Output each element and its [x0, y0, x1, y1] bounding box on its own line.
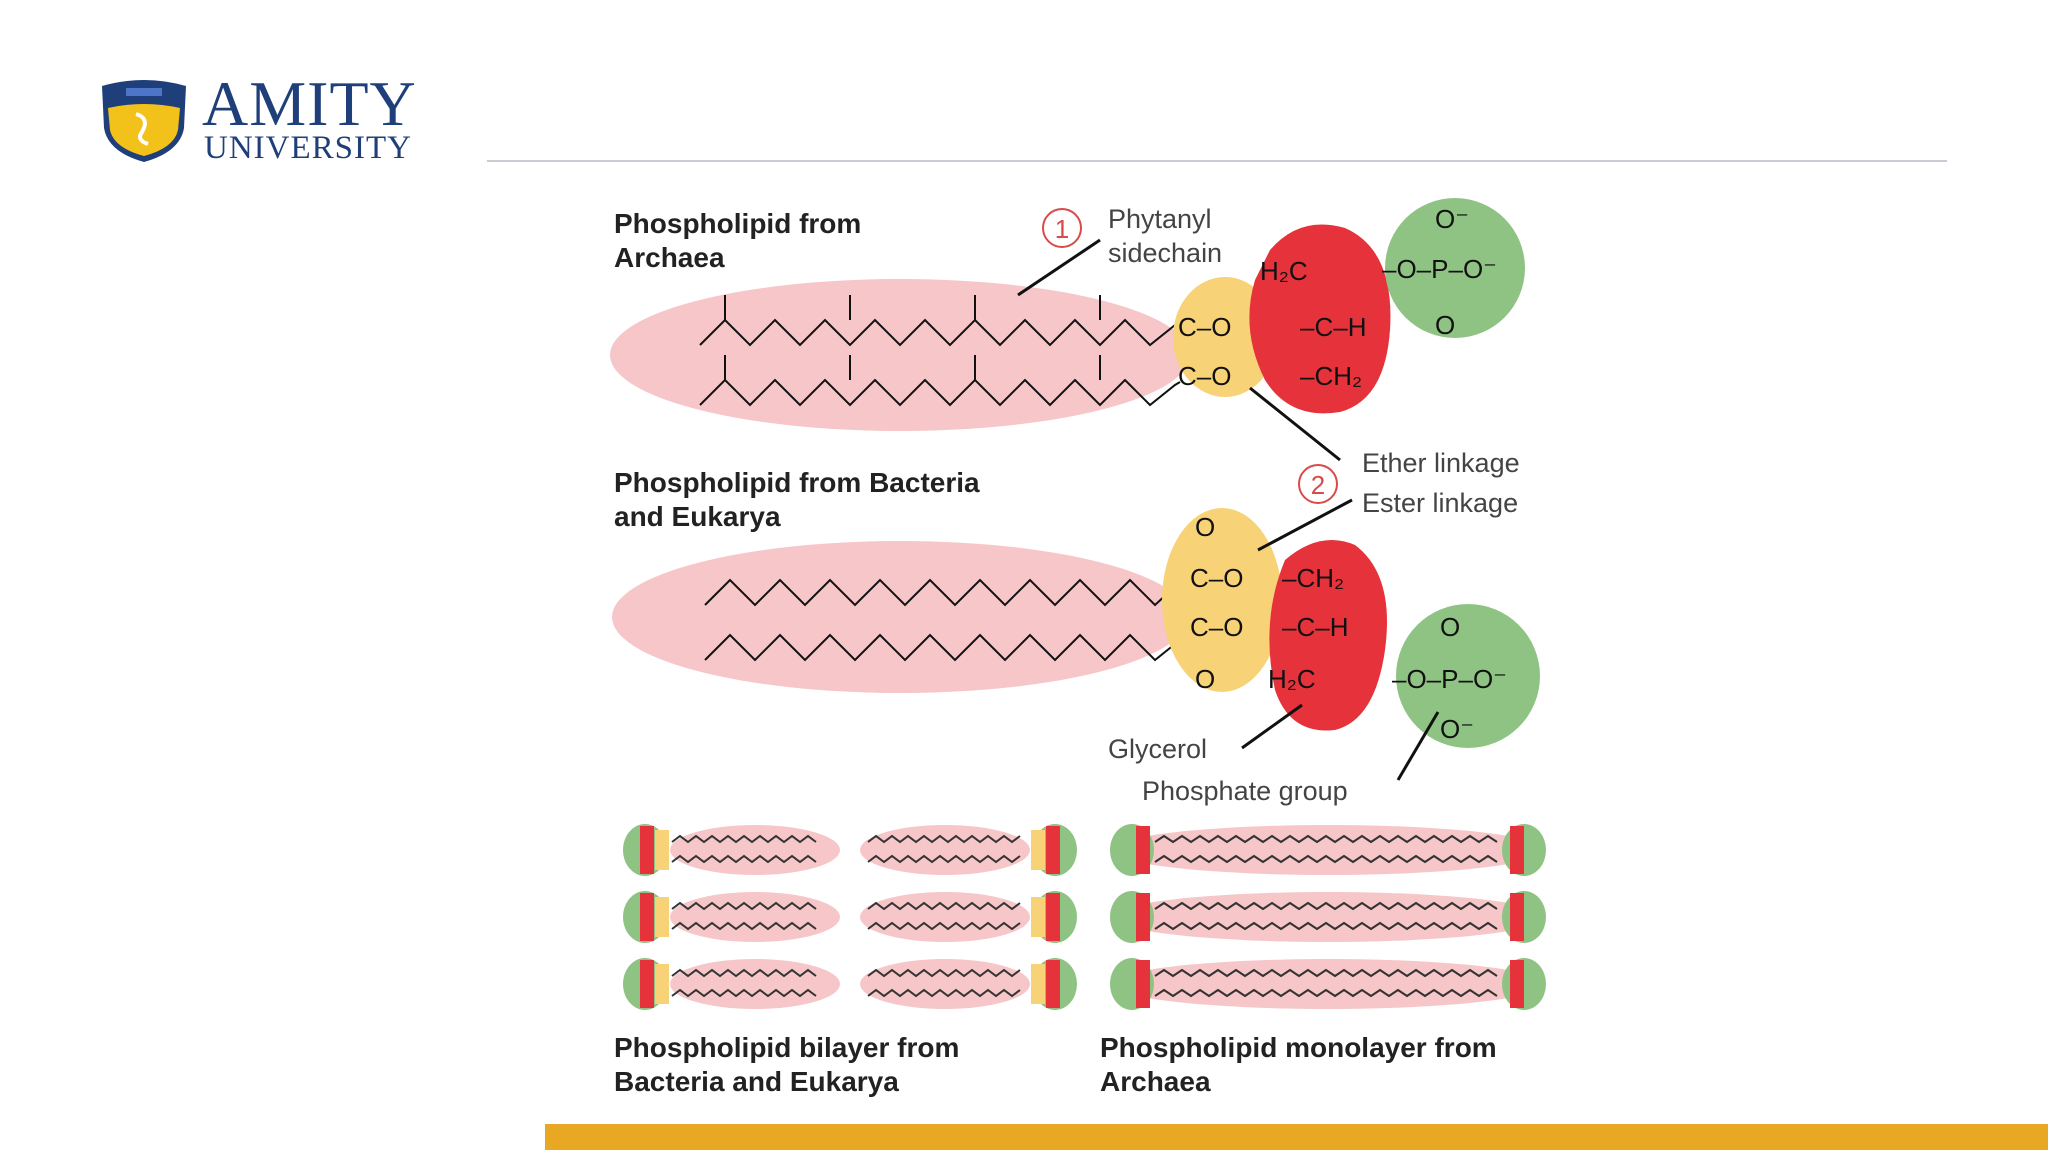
- archaea-lower-chain: [699, 378, 1181, 407]
- archaea-tail-region: [610, 279, 1190, 431]
- bacteria-tail-region: [612, 541, 1188, 693]
- archaea-upper-chain: [699, 318, 1181, 347]
- archaea-title-line2: Archaea: [614, 242, 725, 273]
- archaea-phosphate-green: [1385, 198, 1525, 338]
- bacteria-phosphate-green: [1396, 604, 1540, 748]
- bilayer-illustration: [623, 824, 1077, 1010]
- monolayer-row-1: [1110, 824, 1546, 876]
- bilayer-right-row-1: [860, 824, 1077, 876]
- bilayer-left-row-1: [623, 824, 840, 876]
- glycerol-label: Glycerol: [1108, 734, 1207, 764]
- logo-amity-text: AMITY: [202, 68, 417, 139]
- bacteria-glycerol-red: [1269, 540, 1387, 731]
- bilayer-right-row-3: [860, 958, 1077, 1010]
- bilayer-left-row-3: [623, 958, 840, 1010]
- monolayer-row-2: [1110, 891, 1546, 943]
- phytanyl-label-line1: Phytanyl: [1108, 204, 1212, 234]
- monolayer-caption-line1: Phospholipid monolayer from: [1100, 1032, 1497, 1063]
- svg-text:1: 1: [1055, 214, 1069, 244]
- archaea-glycerol-red: [1249, 224, 1391, 414]
- archaea-methyl-branches: [724, 295, 1101, 380]
- bilayer-right-row-2: [860, 891, 1077, 943]
- monolayer-caption-line2: Archaea: [1100, 1066, 1211, 1097]
- monolayer-illustration: [1110, 824, 1546, 1010]
- monolayer-row-3: [1110, 958, 1546, 1010]
- ether-linkage-label: Ether linkage: [1362, 448, 1520, 478]
- phosphate-group-label: Phosphate group: [1142, 776, 1348, 806]
- bilayer-caption-line2: Bacteria and Eukarya: [614, 1066, 899, 1097]
- bacteria-upper-chain: [704, 578, 1181, 607]
- svg-text:O C–O C–O O: O C–O C–O O –CH₂ –C–H H₂C –O–P–O⁻ O O⁻: [1190, 512, 1514, 744]
- logo-university-text: UNIVERSITY: [204, 130, 412, 166]
- marker-1: 1: [1042, 208, 1082, 248]
- bilayer-caption-line1: Phospholipid bilayer from: [614, 1032, 959, 1063]
- svg-text:C–O C–O H₂C: C–O C–O H₂C –C–H –CH₂ –O–P–O⁻ O⁻ O: [1178, 204, 1504, 391]
- phytanyl-label-line2: sidechain: [1108, 238, 1222, 268]
- marker-2: 2: [1298, 464, 1338, 504]
- bilayer-left-row-2: [623, 891, 840, 943]
- bacteria-title-line2: and Eukarya: [614, 501, 781, 532]
- footer-accent-bar: [545, 1124, 2048, 1150]
- ester-linkage-label: Ester linkage: [1362, 488, 1518, 518]
- shield-logo-icon: [102, 80, 186, 162]
- bacteria-glycerol-yellow: [1162, 508, 1282, 692]
- amity-logo: AMITY UNIVERSITY: [96, 68, 456, 174]
- bacteria-phospholipid: O C–O C–O O –CH₂ –C–H H₂C –O–P–O⁻ O O⁻: [612, 498, 1540, 781]
- archaea-title-line1: Phospholipid from: [614, 208, 861, 239]
- bacteria-title-line1: Phospholipid from Bacteria: [614, 467, 980, 498]
- svg-text:2: 2: [1311, 470, 1325, 500]
- header-divider: [487, 160, 1947, 162]
- bacteria-lower-chain: [704, 633, 1181, 662]
- archaea-phospholipid: C–O C–O H₂C –C–H –CH₂ –O–P–O⁻ O⁻ O: [610, 198, 1525, 462]
